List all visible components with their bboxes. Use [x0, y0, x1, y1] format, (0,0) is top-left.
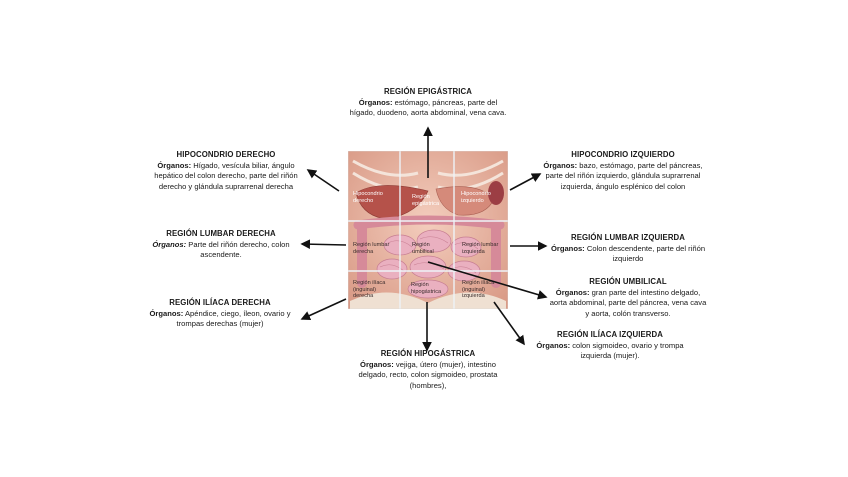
region-title: REGIÓN UMBILICAL	[589, 277, 667, 286]
region-organs: Órganos: Colon descendente, parte del ri…	[550, 244, 706, 264]
region-umbilical: REGIÓN UMBILICAL Órganos: gran parte del…	[548, 277, 708, 319]
region-iliaca-izquierda: REGIÓN ILÍACA IZQUIERDA Órganos: colon s…	[528, 330, 692, 362]
region-title: REGIÓN ILÍACA IZQUIERDA	[557, 330, 663, 339]
region-organs: Órganos: colon sigmoideo, ovario y tromp…	[536, 341, 684, 361]
region-title: HIPOCONDRIO DERECHO	[176, 150, 276, 159]
region-title: REGIÓN LUMBAR IZQUIERDA	[570, 233, 686, 242]
region-organs: Órganos: Hígado, vesícula biliar, ángulo…	[154, 161, 298, 191]
region-iliaca-derecha: REGIÓN ILÍACA DERECHA Órganos: Apéndice,…	[142, 298, 298, 330]
region-title: REGIÓN EPIGÁSTRICA	[383, 87, 472, 96]
region-title: REGIÓN LUMBAR DERECHA	[166, 229, 276, 238]
region-title: REGIÓN ILÍACA DERECHA	[169, 298, 271, 307]
region-title: REGIÓN HIPOGÁSTRICA	[380, 349, 476, 358]
figure-label-iliaca-derecha: Región ilíaca(inguinal)derecha	[353, 280, 386, 300]
region-hipogastrica: REGIÓN HIPOGÁSTRICA Órganos: vejiga, úte…	[348, 349, 508, 391]
region-organs: Órganos: bazo, estómago, parte del páncr…	[543, 161, 703, 191]
region-hipocondrio-derecho: HIPOCONDRIO DERECHO Órganos: Hígado, ves…	[146, 150, 306, 192]
region-organs: Órganos: estómago, páncreas, parte del h…	[349, 98, 507, 118]
arrow-iliaca-izquierda	[493, 301, 525, 346]
region-lumbar-derecha: REGIÓN LUMBAR DERECHA Órganos: Parte del…	[143, 229, 299, 261]
region-epigastrica: REGIÓN EPIGÁSTRICA Órganos: estómago, pá…	[348, 87, 508, 119]
region-organs: Órganos: vejiga, útero (mujer), intestin…	[358, 360, 498, 390]
region-hipocondrio-izquierdo: HIPOCONDRIO IZQUIERDO Órganos: bazo, est…	[541, 150, 705, 192]
region-organs: Órganos: gran parte del intestino delgad…	[549, 288, 707, 318]
region-organs: Órganos: Parte del riñón derecho, colon …	[152, 240, 290, 260]
figure-label-iliaca-izquierda: Región ilíaca(inguinal)izquierda	[462, 280, 495, 300]
region-organs: Órganos: Apéndice, ciego, íleon, ovario …	[149, 309, 291, 329]
region-lumbar-izquierda: REGIÓN LUMBAR IZQUIERDA Órganos: Colon d…	[544, 233, 712, 265]
region-title: HIPOCONDRIO IZQUIERDO	[571, 150, 675, 159]
arrow-iliaca-derecha	[300, 298, 347, 321]
arrow-lumbar-derecha	[300, 239, 347, 249]
arrow-umbilical	[427, 261, 548, 300]
arrow-hipocondrio-derecho	[306, 169, 340, 192]
arrow-hipocondrio-izquierdo	[509, 173, 542, 191]
